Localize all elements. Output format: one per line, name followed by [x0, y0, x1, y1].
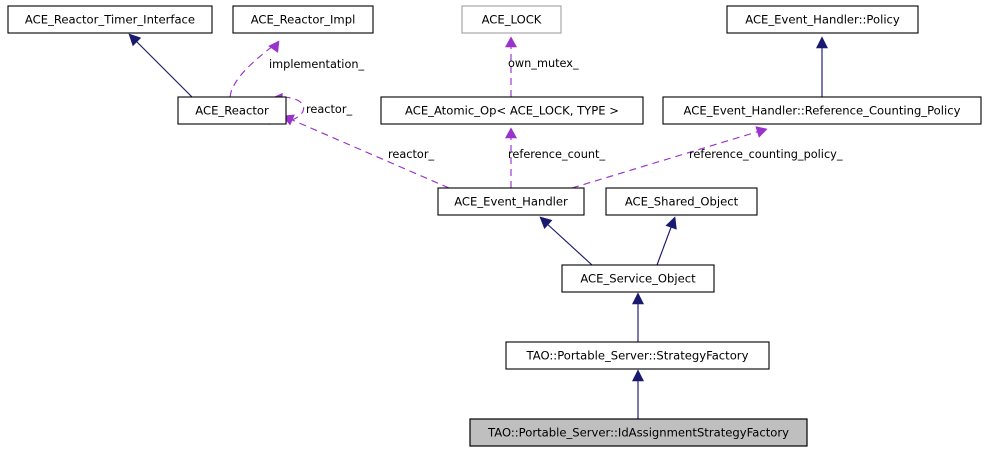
- class-node-shared_object[interactable]: ACE_Shared_Object: [605, 187, 758, 216]
- class-node-reactor_impl-label: ACE_Reactor_Impl: [251, 13, 356, 27]
- edge-labels-layer: implementation_ reactor_ reactor_ own_mutex…: [269, 57, 843, 161]
- class-node-id_assignment_strategy_factory-label: TAO::Portable_Server::IdAssignmentStrate…: [487, 426, 789, 440]
- edge-event-handler-reactor-label: reactor_: [388, 148, 434, 161]
- edge-id-assignment-to-strategy-factory: [632, 369, 644, 419]
- edge-id-assignment-to-strategy-factory-triangle-arrowhead-icon: [632, 369, 644, 382]
- edge-reactor-implementation: [229, 40, 280, 98]
- edge-ref-counting-policy-to-policy: [816, 36, 828, 97]
- class-node-shared_object-label: ACE_Shared_Object: [625, 195, 739, 209]
- class-node-ace_reactor-label: ACE_Reactor: [195, 104, 269, 118]
- edge-reactor-implementation-open-arrowhead-icon: [268, 40, 280, 53]
- class-node-service_object[interactable]: ACE_Service_Object: [561, 264, 715, 293]
- edge-service-object-to-shared-object: [656, 216, 677, 266]
- class-node-eh_policy-label: ACE_Event_Handler::Policy: [745, 13, 900, 27]
- edge-event-handler-reference-counting-policy-open-arrowhead-icon: [755, 126, 768, 138]
- class-node-reactor_impl[interactable]: ACE_Reactor_Impl: [232, 5, 374, 34]
- class-node-ace_lock[interactable]: ACE_LOCK: [461, 5, 562, 34]
- edge-event-handler-reference-count: [504, 127, 518, 188]
- class-node-shared_object-box[interactable]: [605, 187, 758, 216]
- edge-service-object-to-shared-object-line: [656, 221, 674, 266]
- class-node-event_handler-label: ACE_Event_Handler: [454, 195, 568, 209]
- edge-atomic-op-own-mutex-label: own_mutex_: [508, 57, 579, 70]
- class-node-id_assignment_strategy_factory-box[interactable]: [469, 418, 808, 447]
- class-node-ref_counting_policy[interactable]: ACE_Event_Handler::Reference_Counting_Po…: [662, 96, 982, 125]
- edge-event-handler-reference-counting-policy-line: [571, 130, 761, 189]
- class-node-ace_reactor-box[interactable]: [177, 96, 287, 125]
- class-node-atomic_op[interactable]: ACE_Atomic_Op< ACE_LOCK, TYPE >: [380, 96, 644, 125]
- edge-atomic-op-own-mutex-open-arrowhead-icon: [504, 36, 518, 48]
- class-node-reactor_timer_interface-label: ACE_Reactor_Timer_Interface: [25, 13, 195, 27]
- edge-reactor-implementation-label: implementation_: [269, 58, 365, 71]
- class-node-ace_lock-label: ACE_LOCK: [482, 13, 542, 27]
- class-node-eh_policy-box[interactable]: [726, 5, 919, 34]
- class-node-event_handler-box[interactable]: [437, 187, 585, 216]
- class-node-ace_reactor[interactable]: ACE_Reactor: [177, 96, 287, 125]
- class-node-ace_lock-box[interactable]: [461, 5, 562, 34]
- class-node-atomic_op-label: ACE_Atomic_Op< ACE_LOCK, TYPE >: [405, 104, 619, 118]
- edge-strategy-factory-to-service-object-triangle-arrowhead-icon: [632, 292, 644, 305]
- edge-event-handler-reference-count-open-arrowhead-icon: [504, 127, 518, 139]
- class-node-strategy_factory[interactable]: TAO::Portable_Server::StrategyFactory: [505, 341, 770, 370]
- edge-reactor-to-timer-interface-triangle-arrowhead-icon: [128, 33, 142, 47]
- class-node-event_handler[interactable]: ACE_Event_Handler: [437, 187, 585, 216]
- edge-event-handler-reactor-line: [289, 118, 450, 189]
- edge-event-handler-reference-counting-policy: [571, 126, 768, 189]
- edge-atomic-op-own-mutex: [504, 36, 518, 97]
- class-node-reactor_timer_interface[interactable]: ACE_Reactor_Timer_Interface: [7, 5, 213, 34]
- edge-service-object-to-event-handler: [539, 216, 593, 266]
- class-node-id_assignment_strategy_factory[interactable]: TAO::Portable_Server::IdAssignmentStrate…: [469, 418, 808, 447]
- class-node-strategy_factory-box[interactable]: [505, 341, 770, 370]
- class-node-ref_counting_policy-box[interactable]: [662, 96, 982, 125]
- edge-reactor-to-timer-interface-line: [132, 37, 193, 98]
- class-node-service_object-box[interactable]: [561, 264, 715, 293]
- edge-service-object-to-shared-object-triangle-arrowhead-icon: [665, 216, 677, 230]
- class-node-atomic_op-box[interactable]: [380, 96, 644, 125]
- edge-reactor-implementation-line: [229, 45, 274, 98]
- edge-event-handler-reference-counting-policy-label: reference_counting_policy_: [689, 148, 843, 161]
- class-node-strategy_factory-label: TAO::Portable_Server::StrategyFactory: [526, 349, 749, 363]
- class-node-service_object-label: ACE_Service_Object: [580, 272, 696, 286]
- nodes-layer: ACE_Reactor_Timer_Interface ACE_Reactor_I…: [7, 5, 982, 447]
- edge-strategy-factory-to-service-object: [632, 292, 644, 342]
- edge-event-handler-reference-count-label: reference_count_: [508, 148, 605, 161]
- class-node-eh_policy[interactable]: ACE_Event_Handler::Policy: [726, 5, 919, 34]
- edge-reactor-to-timer-interface: [128, 33, 193, 98]
- edge-service-object-to-event-handler-triangle-arrowhead-icon: [539, 216, 553, 230]
- edge-service-object-to-event-handler-line: [544, 221, 593, 266]
- class-node-reactor_impl-box[interactable]: [232, 5, 374, 34]
- class-node-reactor_timer_interface-box[interactable]: [7, 5, 213, 34]
- edge-reactor-self-reactor-line: [267, 96, 305, 125]
- class-node-ref_counting_policy-label: ACE_Event_Handler::Reference_Counting_Po…: [684, 104, 961, 118]
- edge-reactor-self-reactor-label: reactor_: [306, 103, 352, 116]
- edge-ref-counting-policy-to-policy-triangle-arrowhead-icon: [816, 36, 828, 49]
